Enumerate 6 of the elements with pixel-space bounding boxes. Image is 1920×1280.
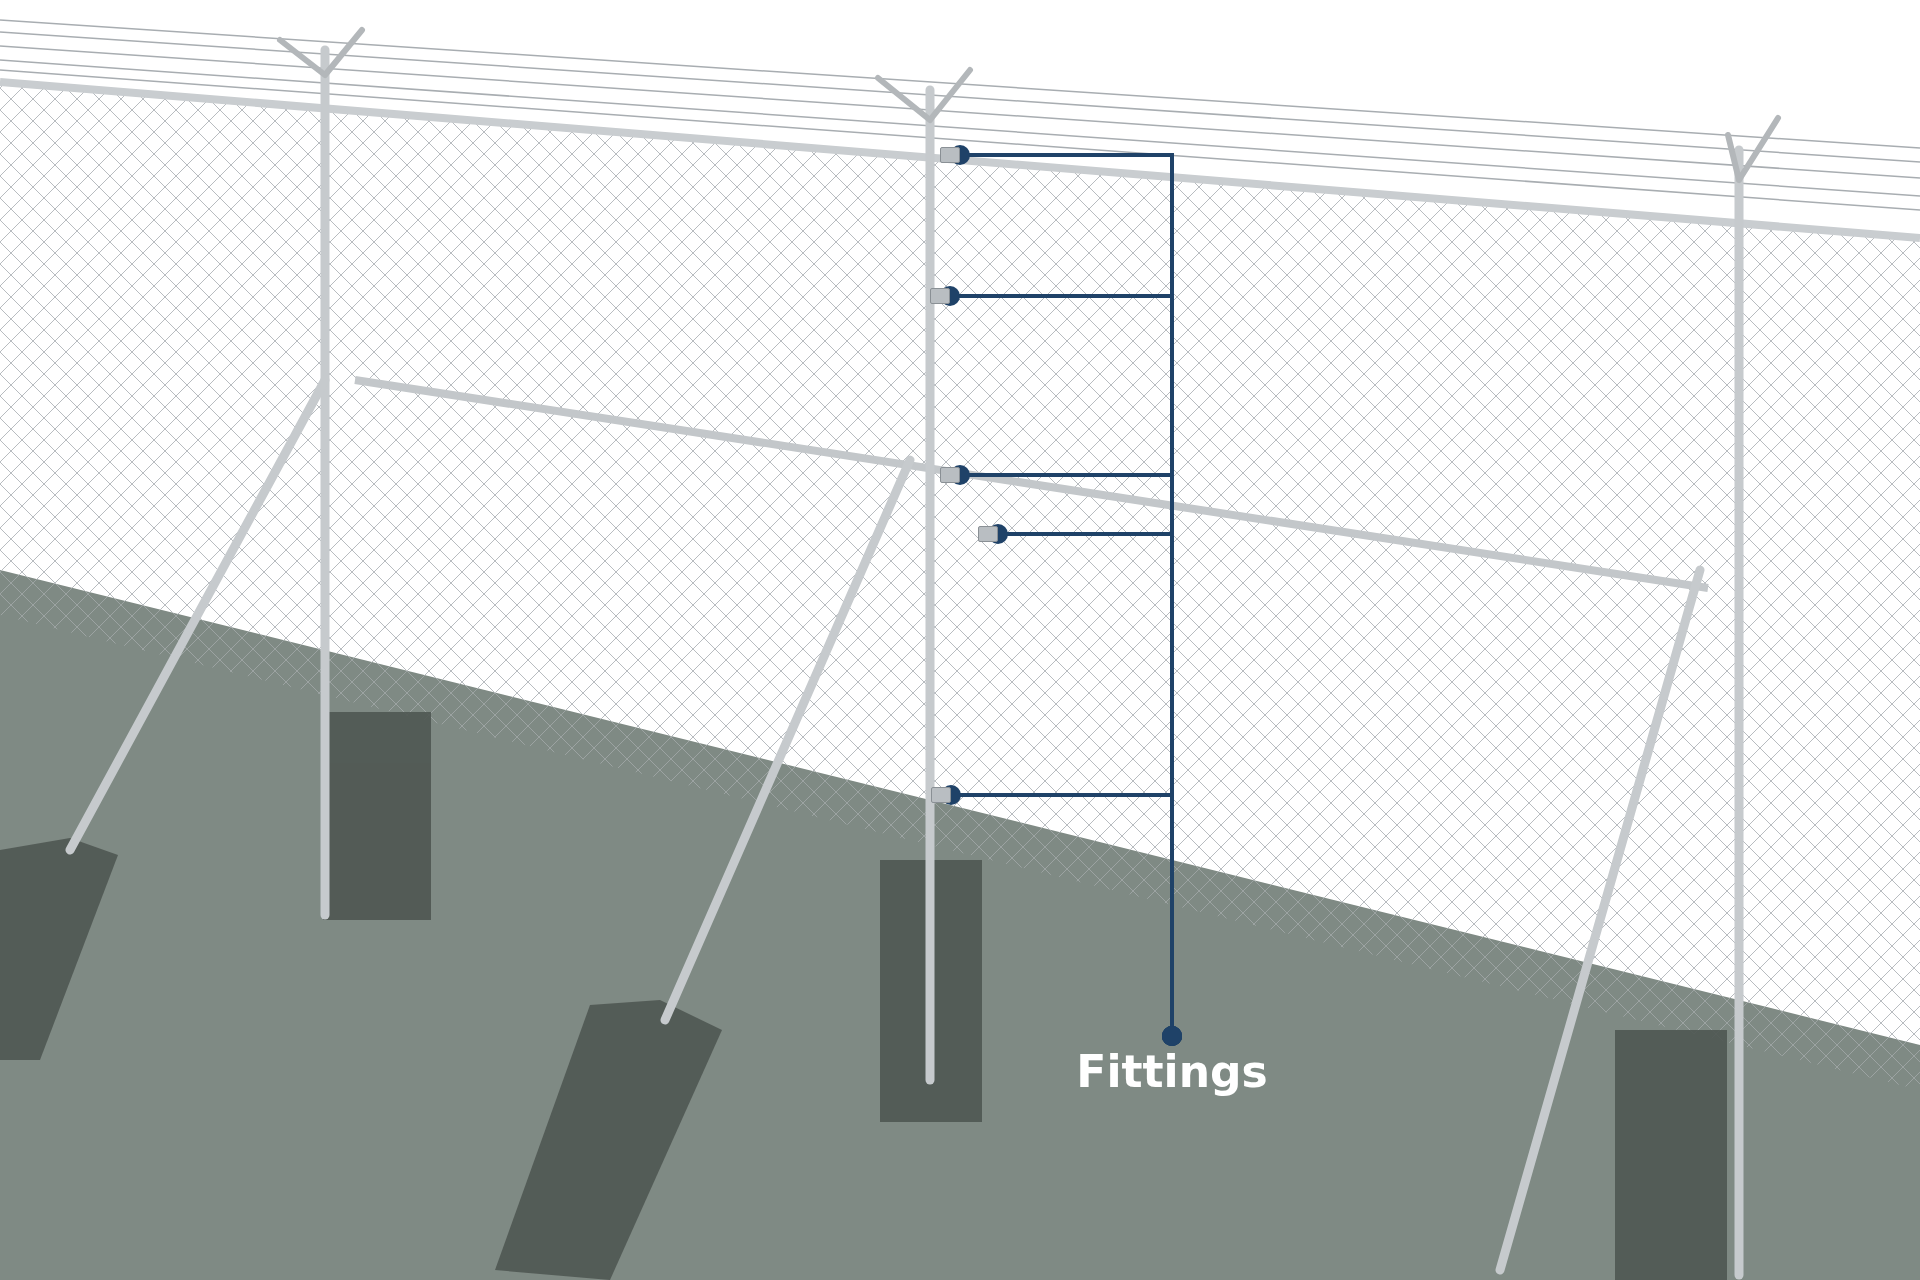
fitting-clamp	[940, 467, 960, 483]
fitting-clamp	[930, 288, 950, 304]
callout-label: Fittings	[1062, 1046, 1282, 1097]
fitting-clamp	[931, 787, 951, 803]
fitting-clamp	[978, 526, 998, 542]
fitting-clamp	[940, 147, 960, 163]
